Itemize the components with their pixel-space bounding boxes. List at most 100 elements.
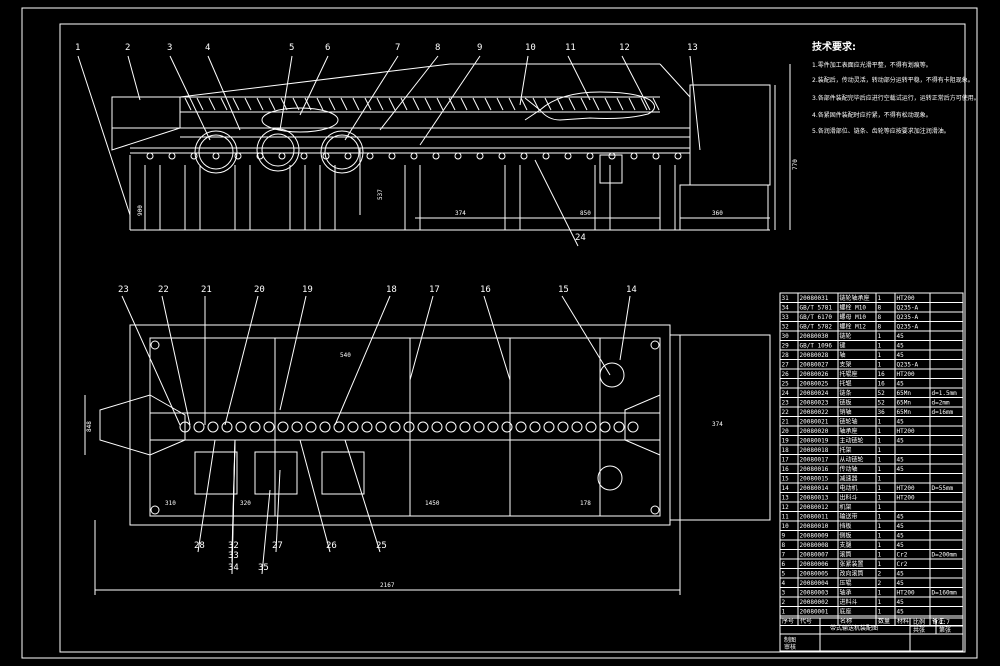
bom-cell: 1 <box>878 504 882 511</box>
bom-cell: 65Mn <box>897 390 912 397</box>
balloon-label: 25 <box>376 541 387 551</box>
bom-cell: 13 <box>782 495 790 502</box>
balloon-label: 22 <box>158 285 169 295</box>
bom-cell: HT200 <box>897 485 915 492</box>
plan-roller-row <box>179 421 639 433</box>
balloon-label: 3 <box>167 43 172 53</box>
bom-cell: 螺栓 M10 <box>840 304 867 312</box>
balloon-label: 2 <box>125 43 130 53</box>
bom-cell: 20080018 <box>800 447 829 454</box>
bom-cell: Q235-A <box>897 314 919 321</box>
bom-cell: 20080028 <box>800 352 829 359</box>
bom-cell: 32 <box>782 324 790 331</box>
bom-cell: 8 <box>878 305 882 312</box>
dim-plan-2: 848 <box>86 421 93 432</box>
bom-cell: 链轮轴 <box>840 418 858 426</box>
bom-cell: 20080002 <box>800 599 829 606</box>
bom-cell: 1 <box>878 295 882 302</box>
bom-cell: 轴承 <box>840 589 852 597</box>
bom-cell: 1 <box>878 561 882 568</box>
bom-cell: 4 <box>782 580 786 587</box>
bom-cell: GB/T 6170 <box>800 314 833 321</box>
plan-motor-1 <box>194 451 238 495</box>
bom-cell: 5 <box>782 571 786 578</box>
bom-cell: 20080008 <box>800 542 829 549</box>
bom-cell: 45 <box>897 523 905 530</box>
balloon-label: 33 <box>228 551 239 561</box>
bom-cell: 52 <box>878 390 886 397</box>
bom-cell: 45 <box>897 514 905 521</box>
balloon-label: 18 <box>386 285 397 295</box>
dim-plan-4: 310 <box>165 500 176 507</box>
bom-cell: 1 <box>878 343 882 350</box>
balloon-label: 34 <box>228 563 239 573</box>
dim-plan-5: 320 <box>240 500 251 507</box>
drive-roller-2 <box>256 128 300 172</box>
bom-cell: 20080003 <box>800 590 829 597</box>
bom-cell: 2 <box>782 599 786 606</box>
bom-cell: 1 <box>878 495 882 502</box>
bom-cell: 1 <box>878 533 882 540</box>
bom-cell: 36 <box>878 409 886 416</box>
sheet-label: 共张 <box>913 626 925 634</box>
bom-cell: 45 <box>897 381 905 388</box>
bom-cell: 链轮 <box>840 332 852 340</box>
bom-cell: 托架 <box>840 446 852 454</box>
bom-cell: Q235-A <box>897 362 919 369</box>
bom-cell: 20080020 <box>800 428 829 435</box>
bom-cell: 1 <box>878 599 882 606</box>
bom-cell: 20080024 <box>800 390 829 397</box>
bom-cell: d=2mm <box>932 400 950 407</box>
drive-roller-3 <box>320 130 364 174</box>
bom-cell: 链板 <box>840 399 852 407</box>
bom-cell: 7 <box>782 552 786 559</box>
bom-cell: 托辊 <box>840 380 852 388</box>
bom-cell: 滚筒 <box>840 551 852 559</box>
bom-cell: 20080015 <box>800 476 829 483</box>
bom-cell: 20080031 <box>800 295 829 302</box>
bom-cell: 挡板 <box>840 522 852 530</box>
tech-req-heading: 技术要求: <box>812 40 856 53</box>
bom-cell: 52 <box>878 400 886 407</box>
bom-cell: 20080004 <box>800 580 829 587</box>
bom-cell: 8 <box>878 324 882 331</box>
plan-drive-motor-bottom <box>597 465 623 491</box>
sheet-value: 第张 <box>939 626 951 634</box>
bom-cell: 20 <box>782 428 790 435</box>
balloon-label: 8 <box>435 43 440 53</box>
bom-cell: 1 <box>878 514 882 521</box>
bom-cell: 1 <box>878 476 882 483</box>
bom-cell: 1 <box>878 428 882 435</box>
bom-cell: 键 <box>840 342 846 350</box>
bom-cell: 主动链轮 <box>840 437 864 445</box>
balloon-label: 12 <box>619 43 630 53</box>
balloon-label: 16 <box>480 285 491 295</box>
bom-header-cell: 数量 <box>878 617 890 625</box>
bom-cell: 29 <box>782 343 790 350</box>
bom-cell: 25 <box>782 381 790 388</box>
bom-cell: 1 <box>878 542 882 549</box>
balloon-label: 19 <box>302 285 313 295</box>
bom-cell: 20080016 <box>800 466 829 473</box>
balloon-label: 28 <box>194 541 205 551</box>
bom-cell: d=16mm <box>932 409 954 416</box>
sheet-outer-border <box>21 7 978 659</box>
bom-cell: 30 <box>782 333 790 340</box>
bom-cell: 1 <box>878 485 882 492</box>
bom-cell: D=160mm <box>932 590 958 597</box>
bom-cell: 20080011 <box>800 514 829 521</box>
balloon-label: 13 <box>687 43 698 53</box>
bom-cell: 轴承座 <box>840 427 858 435</box>
bom-cell: 20080017 <box>800 457 829 464</box>
outlet-box <box>689 84 771 186</box>
balloon-label: 4 <box>205 43 210 53</box>
bom-cell: 17 <box>782 457 790 464</box>
bom-cell: 压辊 <box>840 579 852 587</box>
bom-cell: 2 <box>878 571 882 578</box>
bom-cell: 16 <box>878 381 886 388</box>
bom-cell: 45 <box>897 580 905 587</box>
bom-cell: 1 <box>878 352 882 359</box>
dim-front-1: 374 <box>455 210 466 217</box>
bom-cell: 28 <box>782 352 790 359</box>
drive-roller-1 <box>194 130 238 174</box>
